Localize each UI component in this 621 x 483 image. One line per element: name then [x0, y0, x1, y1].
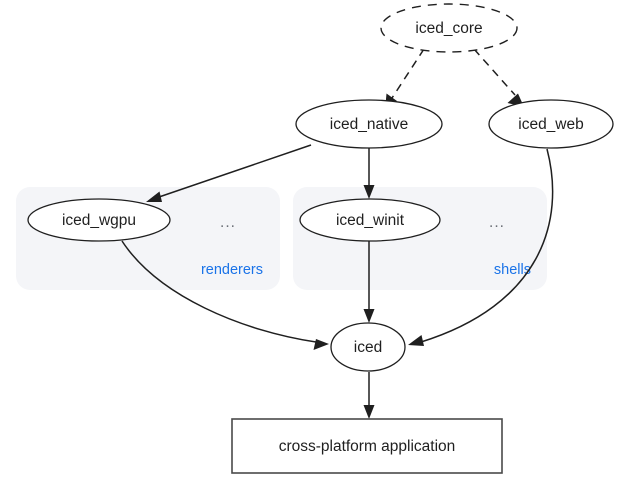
edge-iced-wgpu-to-iced-line: [121, 240, 317, 343]
node-application-label: cross-platform application: [279, 438, 456, 455]
edge-iced-to-application-arrowhead: [363, 405, 375, 419]
node-application[interactable]: cross-platform application: [231, 418, 503, 474]
edge-iced-winit-to-iced: [363, 240, 375, 323]
node-application-shape[interactable]: [231, 418, 503, 474]
cluster-shells-ellipsis: ...: [489, 214, 505, 231]
node-iced-web-shape[interactable]: [488, 99, 614, 149]
node-iced-core[interactable]: iced_core: [380, 3, 518, 53]
node-iced-winit-label: iced_winit: [336, 212, 405, 229]
edge-iced-native-to-iced-winit-arrowhead: [363, 185, 375, 199]
edge-iced-wgpu-to-iced: [121, 240, 329, 350]
node-iced-label: iced: [354, 339, 382, 356]
node-iced-web[interactable]: iced_web: [488, 99, 614, 149]
node-iced-shape[interactable]: [330, 322, 406, 372]
edge-iced-native-to-iced-wgpu-arrowhead: [146, 191, 162, 202]
node-iced-native-shape[interactable]: [295, 99, 443, 149]
node-iced-wgpu-shape[interactable]: [27, 198, 171, 242]
node-iced-native-label: iced_native: [330, 116, 408, 133]
edge-iced-wgpu-to-iced-arrowhead: [313, 339, 329, 350]
cluster-renderers: renderers ...: [16, 187, 280, 290]
edge-iced-web-to-iced-line: [420, 148, 554, 343]
node-iced-wgpu[interactable]: iced_wgpu: [27, 198, 171, 242]
edge-iced-native-to-iced-wgpu-line: [158, 144, 312, 198]
node-iced-core-shape[interactable]: [380, 3, 518, 53]
node-iced[interactable]: iced: [330, 322, 406, 372]
cluster-renderers-label: renderers: [201, 262, 263, 278]
edge-iced-web-to-iced: [408, 148, 554, 346]
edge-iced-web-to-iced-arrowhead: [408, 335, 424, 346]
node-iced-core-label: iced_core: [415, 20, 482, 37]
node-iced-wgpu-label: iced_wgpu: [62, 212, 136, 229]
edge-iced-to-application: [363, 372, 375, 419]
edge-iced-core-to-iced-web: [473, 48, 524, 107]
cluster-renderers-ellipsis: ...: [220, 214, 236, 231]
edge-iced-core-to-iced-web-line: [473, 48, 516, 96]
node-iced-native[interactable]: iced_native: [295, 99, 443, 149]
cluster-shells-label: shells: [494, 262, 531, 278]
edge-iced-native-to-iced-winit: [363, 148, 375, 199]
edge-iced-core-to-iced-native-line: [391, 48, 425, 99]
node-iced-winit-shape[interactable]: [299, 198, 441, 242]
edge-iced-winit-to-iced-arrowhead: [363, 309, 375, 323]
node-iced-winit[interactable]: iced_winit: [299, 198, 441, 242]
node-iced-web-label: iced_web: [518, 116, 584, 133]
edge-iced-native-to-iced-wgpu: [146, 144, 312, 202]
